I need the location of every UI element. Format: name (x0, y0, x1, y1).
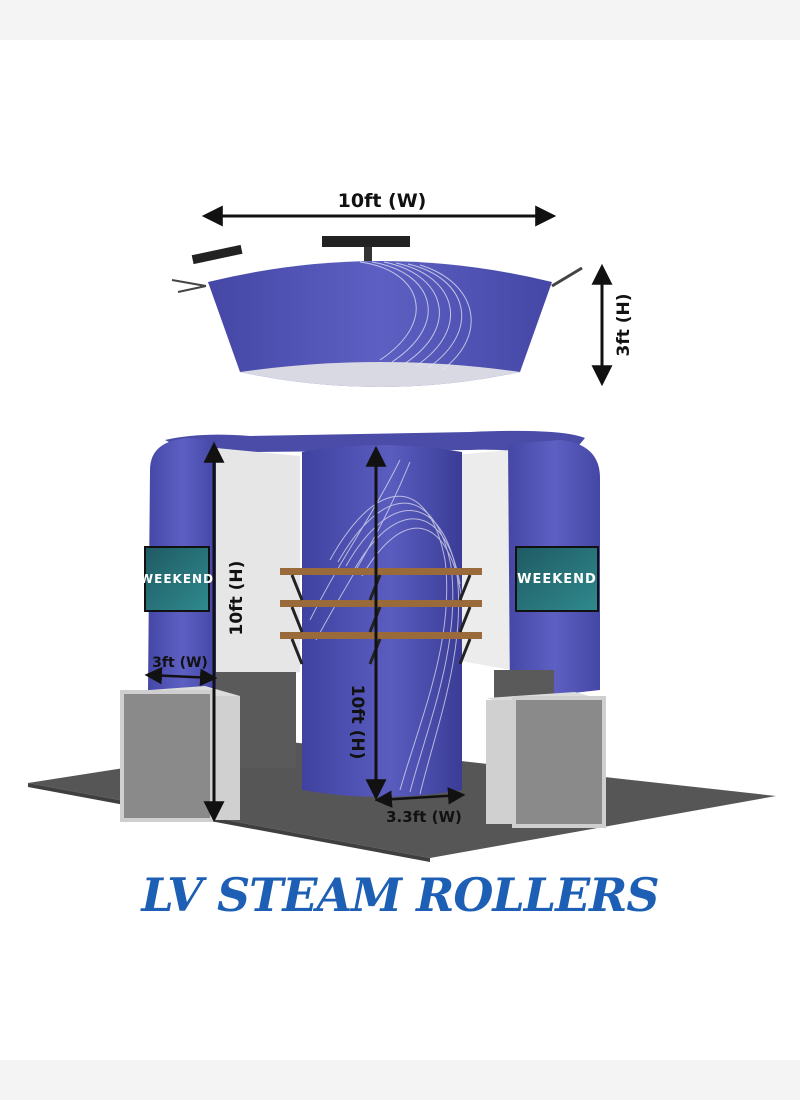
canopy-shell (208, 261, 552, 387)
arch-structure (148, 430, 600, 768)
brand-name: LV STEAM ROLLERS (141, 868, 659, 922)
column-width-arrow (374, 787, 466, 808)
cabinet-right-front (512, 696, 606, 828)
cabinet-right-side (486, 700, 514, 824)
canopy-left-light (191, 244, 243, 265)
arch-width-label: 3ft (W) (152, 655, 208, 671)
arch-width-arrow (144, 666, 218, 687)
cabinet-left-front (120, 690, 214, 822)
right-screen-panel (515, 546, 599, 612)
right-screen-label: WEEKEND (517, 572, 597, 587)
shelf-top (280, 568, 482, 575)
cabinet-left-side (212, 696, 240, 820)
canopy-right-arm (551, 266, 583, 288)
shelf-bottom (280, 632, 482, 639)
shelf-middle (280, 600, 482, 607)
arch-height-label: 10ft (H) (227, 561, 247, 636)
arch-top-beam (165, 430, 585, 458)
canopy-width-label: 10ft (W) (338, 190, 427, 212)
left-screen-panel (144, 546, 210, 612)
column-height-label: 10ft (H) (347, 685, 367, 760)
canopy-left-arm (171, 279, 207, 293)
canopy-wave-pattern (359, 261, 472, 371)
canopy-light-bar (322, 236, 410, 247)
right-screen: WEEKEND (515, 546, 599, 612)
cabinet-left (120, 686, 240, 822)
left-screen: WEEKEND (140, 546, 214, 612)
column-width-label: 3.3ft (W) (386, 808, 462, 826)
brand-logo: LV STEAM ROLLERS (0, 868, 800, 922)
canopy-light-mount (364, 247, 372, 261)
top-band (0, 0, 800, 40)
canopy-underside (240, 362, 520, 387)
arch-inner-right-panel (455, 450, 512, 670)
canopy-height-label: 3ft (H) (614, 293, 634, 356)
center-column (302, 445, 462, 797)
left-screen-label: WEEKEND (140, 572, 214, 586)
cabinet-right (486, 692, 606, 828)
hanging-canopy (171, 236, 583, 387)
bottom-band (0, 1060, 800, 1100)
arch-inner-left-panel (216, 448, 300, 690)
